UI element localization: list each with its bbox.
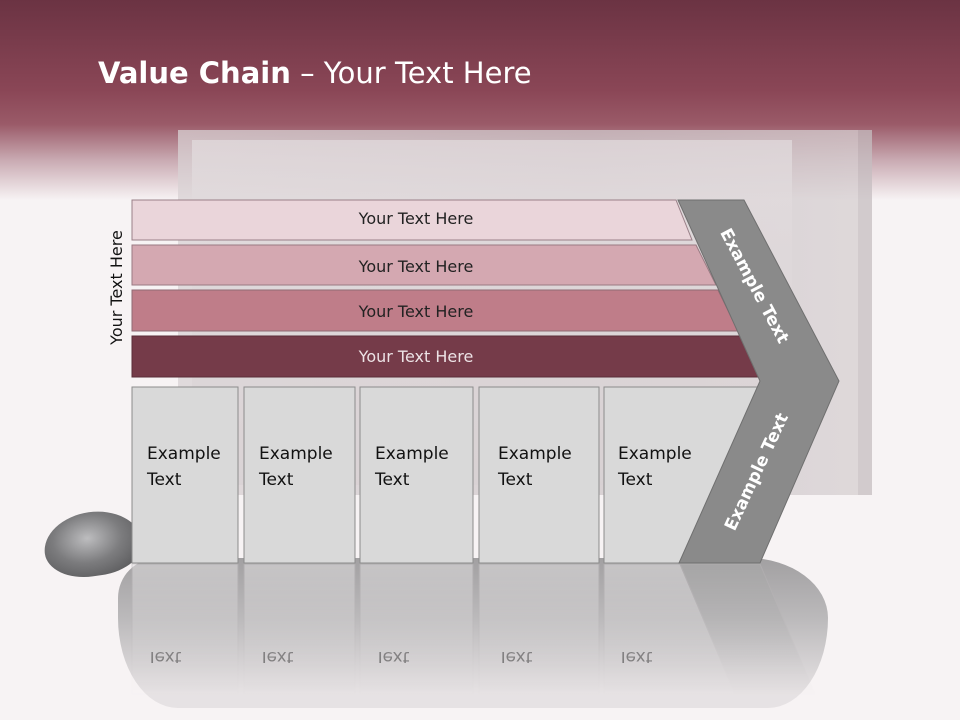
reflection-text: Text: [258, 647, 294, 667]
reflection-text: Text: [617, 647, 653, 667]
reflection-box: [359, 563, 474, 695]
activity-box-2: [243, 386, 356, 564]
activity-box-1: [131, 386, 239, 564]
reflection-text: Example: [498, 673, 572, 693]
slide-title-rest: – Your Text Here: [290, 56, 532, 90]
activity-box-1-line2: Text: [146, 470, 182, 490]
reflection-text: Text: [146, 647, 182, 667]
reflection-text: Example: [259, 673, 333, 693]
activity-box-1-line1: Example: [147, 444, 221, 464]
support-bar-2-label: Your Text Here: [358, 257, 474, 276]
support-bar-1: [131, 199, 693, 241]
activity-box-3-line2: Text: [374, 470, 410, 490]
activity-box-5-line1: Example: [618, 444, 692, 464]
reflection-box: [131, 563, 239, 695]
support-bar-1-label: Your Text Here: [358, 209, 474, 228]
activity-box-5-line2: Text: [617, 470, 653, 490]
reflection-box: [243, 563, 356, 695]
activity-box-2-line1: Example: [259, 444, 333, 464]
reflection-box: [478, 563, 600, 695]
reflection-chevron: [679, 563, 816, 695]
reflection-text: Text: [374, 647, 410, 667]
margin-chevron: [677, 199, 840, 564]
activity-box-2-line2: Text: [258, 470, 294, 490]
support-bar-3-label: Your Text Here: [358, 302, 474, 321]
activity-box-4-line2: Text: [497, 470, 533, 490]
reflection-text: Example: [375, 673, 449, 693]
reflection-text: Text: [497, 647, 533, 667]
activity-box-4-line1: Example: [498, 444, 572, 464]
reflection-text: Example: [147, 673, 221, 693]
support-bar-4-label: Your Text Here: [358, 347, 474, 366]
activity-box-4: [478, 386, 600, 564]
slide-title-bold: Value Chain: [98, 56, 291, 90]
activity-box-3: [359, 386, 474, 564]
slide-title: Value Chain – Your Text Here: [98, 56, 532, 96]
reflection-text: Example: [618, 673, 692, 693]
activity-box-3-line1: Example: [375, 444, 449, 464]
